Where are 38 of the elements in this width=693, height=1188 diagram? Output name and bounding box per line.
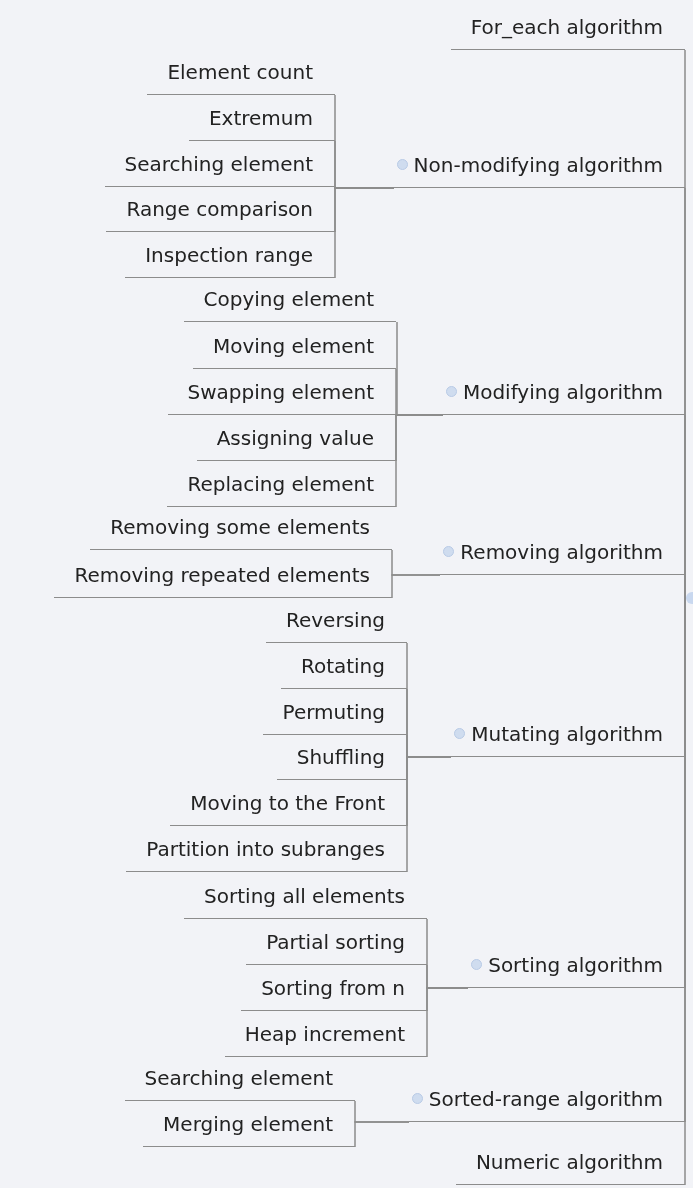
connector-line bbox=[334, 187, 395, 279]
topic-label: Replacing element bbox=[187, 472, 374, 496]
topic-label: Removing some elements bbox=[110, 515, 370, 539]
topic-label: For_each algorithm bbox=[470, 15, 663, 39]
topic-label: Numeric algorithm bbox=[475, 1150, 663, 1174]
topic-label: Non-modifying algorithm bbox=[413, 153, 663, 177]
connector-line bbox=[406, 756, 452, 873]
topic-label: Mutating algorithm bbox=[471, 722, 663, 746]
topic-label: Removing algorithm bbox=[460, 540, 663, 564]
topic-label: Reversing bbox=[286, 608, 385, 632]
topic-label: Copying element bbox=[203, 287, 374, 311]
topic-label: Moving to the Front bbox=[190, 791, 385, 815]
topic-label: Sorted-range algorithm bbox=[428, 1087, 663, 1111]
topic-label: Rotating bbox=[300, 654, 385, 678]
topic-label: Range comparison bbox=[126, 197, 313, 221]
connector-line bbox=[395, 414, 444, 508]
topic-label: Shuffling bbox=[296, 745, 385, 769]
connector-line bbox=[426, 987, 469, 1058]
topic-label: Element count bbox=[167, 60, 313, 84]
topic-label: Partition into subranges bbox=[146, 837, 385, 861]
connector-line bbox=[391, 574, 441, 599]
topic-label: Searching element bbox=[144, 1066, 333, 1090]
topic-label: Sorting algorithm bbox=[488, 953, 663, 977]
topic-label: Heap increment bbox=[244, 1022, 405, 1046]
topic-label: Inspection range bbox=[145, 243, 313, 267]
topic-label: Swapping element bbox=[187, 380, 374, 404]
topic-label: Merging element bbox=[163, 1112, 333, 1136]
topic-label: Assigning value bbox=[216, 426, 374, 450]
topic-label: Searching element bbox=[124, 152, 313, 176]
topic-label: Sorting from n bbox=[261, 976, 405, 1000]
topic-label: Extremum bbox=[208, 106, 313, 130]
topic-label: Partial sorting bbox=[266, 930, 405, 954]
topic-label: Sorting all elements bbox=[204, 884, 405, 908]
topic-label: Removing repeated elements bbox=[74, 563, 370, 587]
topic-label: Modifying algorithm bbox=[462, 380, 663, 404]
connector-line bbox=[354, 1121, 410, 1148]
topic-label: Moving element bbox=[212, 334, 374, 358]
topic-label: Permuting bbox=[282, 700, 385, 724]
